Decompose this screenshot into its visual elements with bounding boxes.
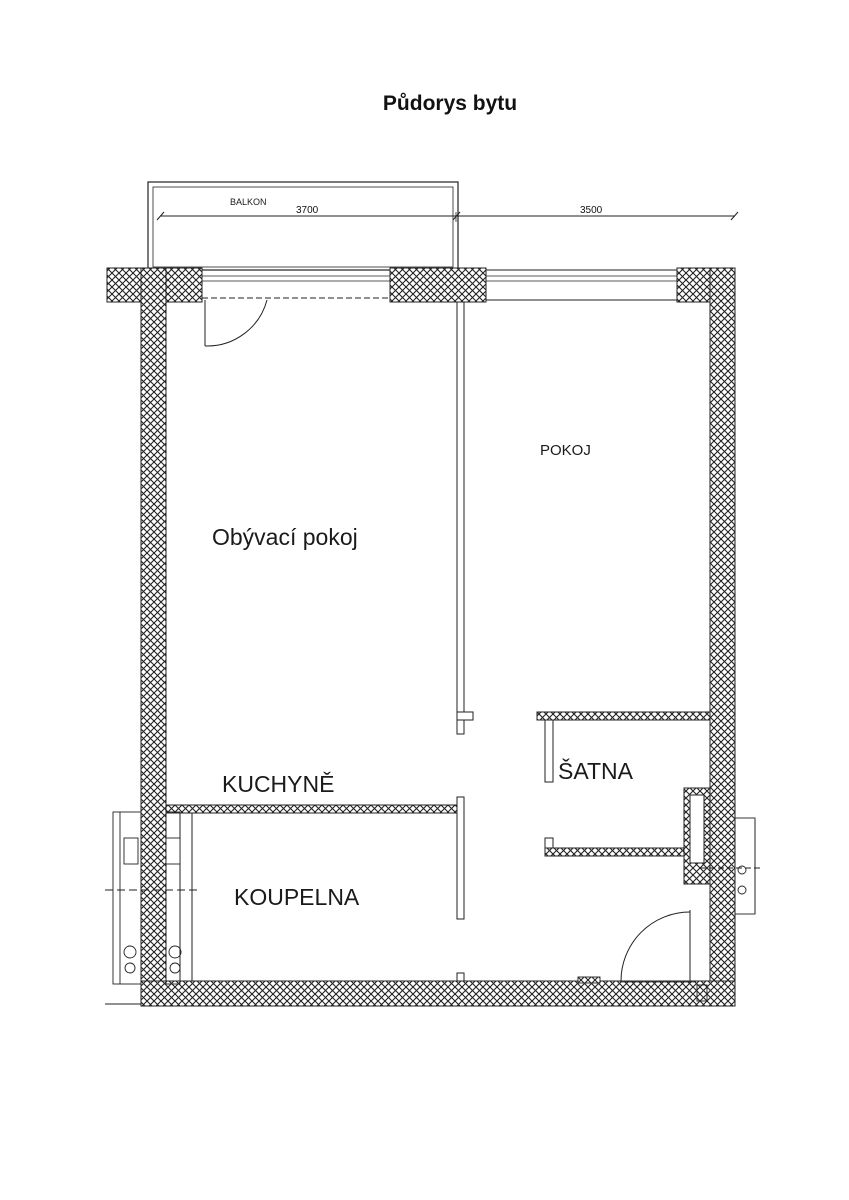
label-living-room: Obývací pokoj — [212, 524, 358, 550]
dimension-left: 3700 — [296, 205, 319, 216]
dimension-right: 3500 — [580, 205, 603, 216]
label-balcony: BALKON — [230, 197, 267, 207]
bathroom-fixtures — [105, 811, 200, 1005]
windows — [202, 269, 677, 301]
balcony-door — [204, 299, 268, 347]
label-kitchen: KUCHYNĚ — [222, 771, 334, 797]
utility-fixtures — [577, 817, 760, 1002]
balcony — [147, 181, 459, 271]
exterior-walls — [106, 267, 736, 1007]
interior-walls — [165, 301, 711, 982]
page-title: Půdorys bytu — [382, 92, 518, 115]
label-room: POKOJ — [540, 442, 591, 459]
label-wardrobe: ŠATNA — [558, 757, 634, 784]
entrance-door — [620, 910, 696, 983]
label-bathroom: KOUPELNA — [234, 884, 360, 910]
dimension-line — [156, 211, 739, 222]
